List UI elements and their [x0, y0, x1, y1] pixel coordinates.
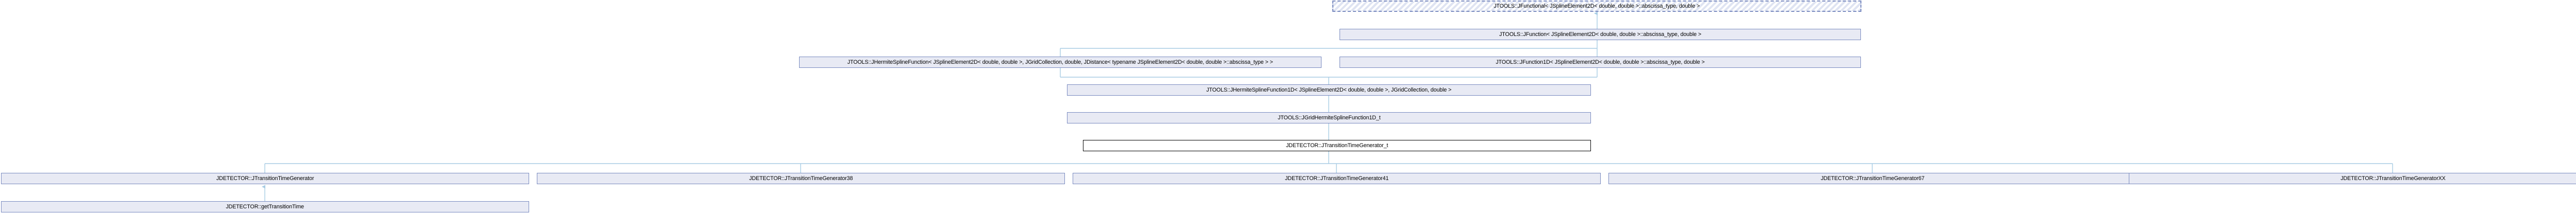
- node-gettransitiontime[interactable]: JDETECTOR::getTransitionTime: [1, 201, 529, 212]
- node-jtransitiontimegenerator41[interactable]: JDETECTOR::JTransitionTimeGenerator41: [1073, 173, 1601, 184]
- node-label: JDETECTOR::JTransitionTimeGenerator38: [749, 175, 853, 182]
- node-jgridhermitesplinefunction1d-t[interactable]: JTOOLS::JGridHermiteSplineFunction1D_t: [1067, 112, 1591, 123]
- node-jtransitiontimegeneratorxx[interactable]: JDETECTOR::JTransitionTimeGeneratorXX: [2129, 173, 2576, 184]
- node-label: JTOOLS::JFunctional< JSplineElement2D< d…: [1494, 3, 1700, 9]
- node-jtransitiontimegenerator38[interactable]: JDETECTOR::JTransitionTimeGenerator38: [537, 173, 1065, 184]
- node-label: JTOOLS::JFunction< JSplineElement2D< dou…: [1499, 31, 1702, 38]
- node-jtransitiontimegenerator[interactable]: JDETECTOR::JTransitionTimeGenerator: [1, 173, 529, 184]
- node-label: JTOOLS::JHermiteSplineFunction< JSplineE…: [848, 59, 1273, 65]
- node-label: JDETECTOR::JTransitionTimeGenerator41: [1284, 175, 1389, 182]
- node-jfunction-abscissa[interactable]: JTOOLS::JFunction< JSplineElement2D< dou…: [1340, 29, 1861, 40]
- node-label: JTOOLS::JGridHermiteSplineFunction1D_t: [1277, 114, 1381, 121]
- node-label: JDETECTOR::JTransitionTimeGenerator67: [1820, 175, 1925, 182]
- node-jtransitiontimegenerator-t[interactable]: JDETECTOR::JTransitionTimeGenerator_t: [1083, 140, 1591, 151]
- node-label: JDETECTOR::JTransitionTimeGenerator_t: [1285, 142, 1388, 149]
- node-jhermitesplinefunction1d[interactable]: JTOOLS::JHermiteSplineFunction1D< JSplin…: [1067, 84, 1591, 96]
- node-label: JTOOLS::JFunction1D< JSplineElement2D< d…: [1496, 59, 1705, 65]
- node-jtransitiontimegenerator67[interactable]: JDETECTOR::JTransitionTimeGenerator67: [1608, 173, 2137, 184]
- node-jfunction1d-abscissa[interactable]: JTOOLS::JFunction1D< JSplineElement2D< d…: [1340, 57, 1861, 68]
- node-jfunctional-abscissa[interactable]: JTOOLS::JFunctional< JSplineElement2D< d…: [1332, 1, 1861, 12]
- node-jhermitesplinefunction[interactable]: JTOOLS::JHermiteSplineFunction< JSplineE…: [799, 57, 1321, 68]
- node-label: JTOOLS::JHermiteSplineFunction1D< JSplin…: [1206, 86, 1452, 93]
- node-label: JDETECTOR::JTransitionTimeGeneratorXX: [2340, 175, 2446, 182]
- node-label: JDETECTOR::getTransitionTime: [226, 203, 304, 210]
- node-label: JDETECTOR::JTransitionTimeGenerator: [216, 175, 314, 182]
